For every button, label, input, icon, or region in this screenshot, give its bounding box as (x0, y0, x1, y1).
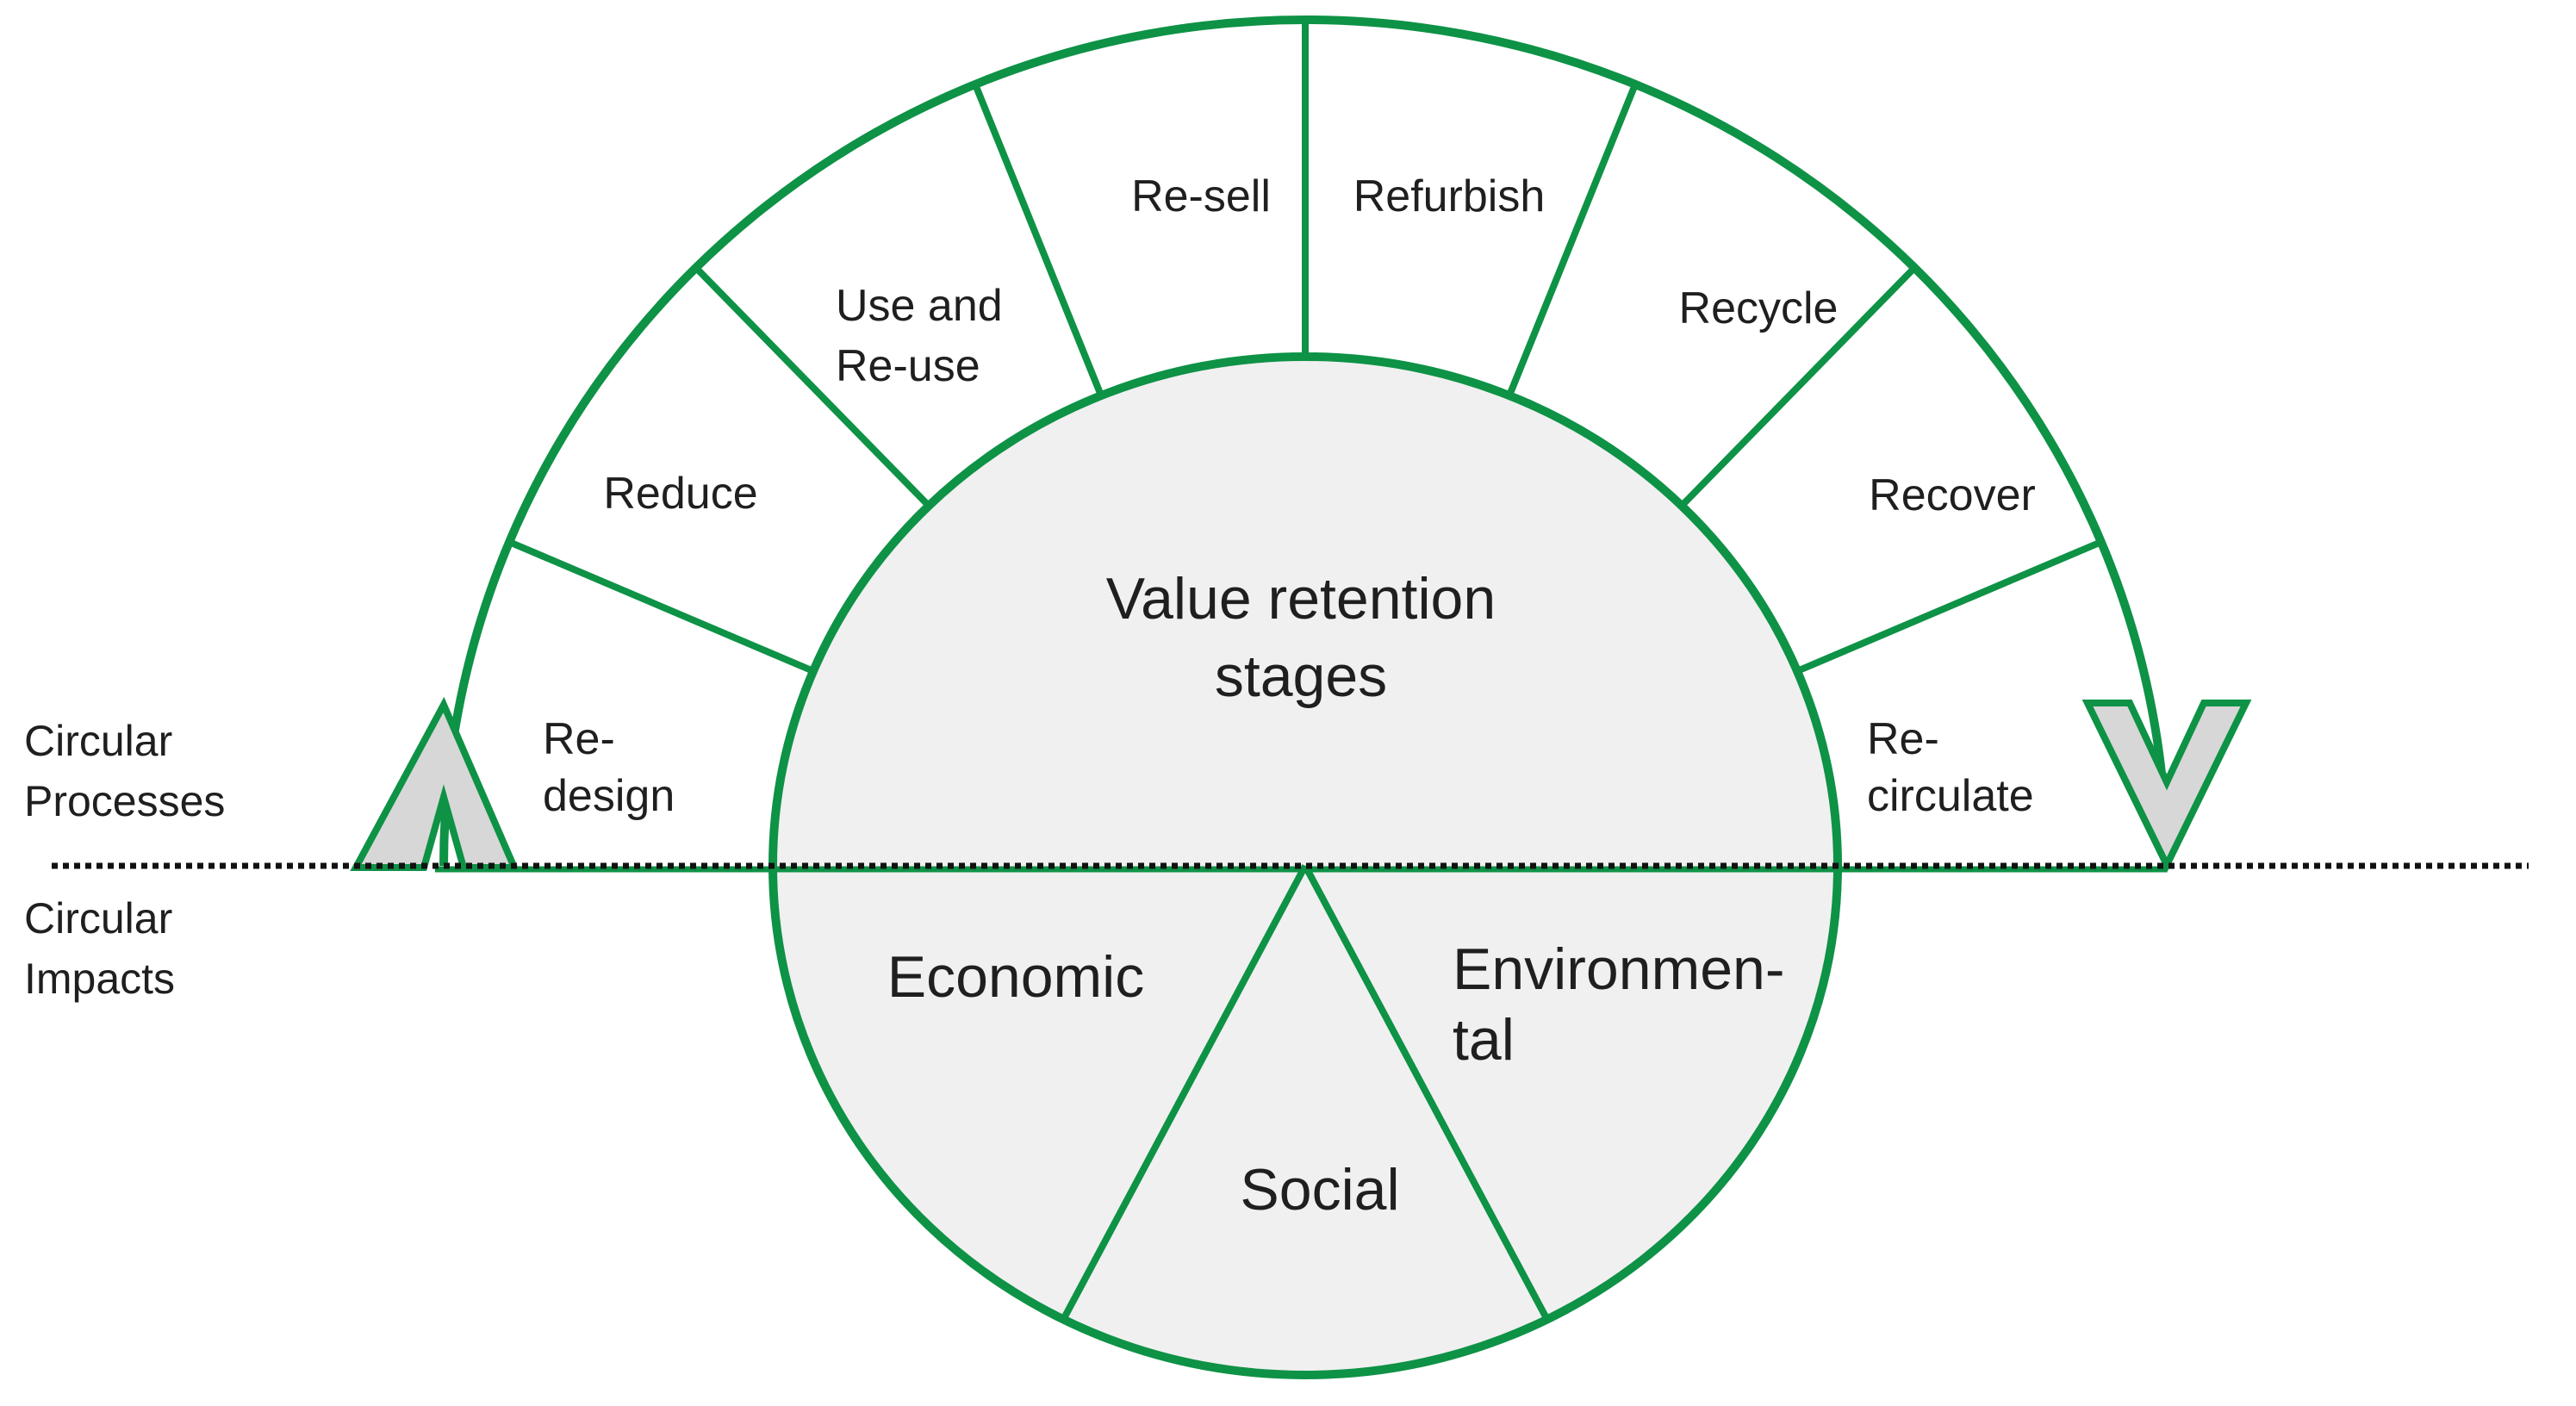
stage-recirculate-line1: Re- (1867, 714, 1939, 764)
circular-impacts-label-line2: Impacts (24, 955, 175, 1003)
divider-recover-recirculate (1795, 538, 2103, 675)
circular-impacts-label-line1: Circular (24, 894, 172, 943)
divider-redesign-reduce (507, 538, 815, 675)
stage-use-reuse-line2: Re-use (836, 341, 980, 391)
impact-environmental-line2: tal (1453, 1007, 1515, 1073)
stage-reduce: Reduce (603, 469, 757, 519)
stage-refurbish: Refurbish (1353, 171, 1546, 221)
circular-processes-label-line2: Processes (24, 777, 225, 825)
stage-recycle: Recycle (1679, 283, 1839, 333)
impact-labels: Economic Social Environmen- tal (887, 936, 1785, 1222)
impact-economic: Economic (887, 944, 1145, 1010)
impact-social: Social (1240, 1157, 1399, 1222)
flow-end-arrowhead-icon (2081, 700, 2252, 874)
center-title-line2: stages (1215, 644, 1387, 709)
divider-economic-social (1060, 864, 1309, 1322)
center-title: Value retention stages (1106, 566, 1496, 709)
side-labels: Circular Processes Circular Impacts (24, 717, 225, 1003)
impact-environmental-line1: Environmen- (1453, 936, 1785, 1002)
divider-social-environmental (1302, 864, 1551, 1322)
stage-redesign-line2: design (543, 771, 675, 821)
stage-use-reuse-line1: Use and (836, 281, 1003, 331)
stage-redesign-line1: Re- (543, 714, 615, 764)
flow-start-chevron-icon (350, 696, 520, 871)
circular-processes-label-line1: Circular (24, 717, 172, 765)
divider-reduce-usereuse (694, 265, 931, 508)
stage-dividers (507, 20, 2103, 675)
stage-resell: Re-sell (1131, 171, 1271, 221)
stage-recover: Recover (1869, 470, 2036, 520)
divider-refurbish-recycle (1506, 83, 1639, 397)
center-title-line1: Value retention (1106, 566, 1496, 631)
stage-recirculate-line2: circulate (1867, 771, 2034, 821)
divider-recycle-recover (1679, 265, 1917, 508)
impact-dividers (1060, 864, 1551, 1322)
divider-usereuse-resell (972, 83, 1104, 397)
stage-labels: Re- design Reduce Use and Re-use Re-sell… (543, 171, 2036, 821)
